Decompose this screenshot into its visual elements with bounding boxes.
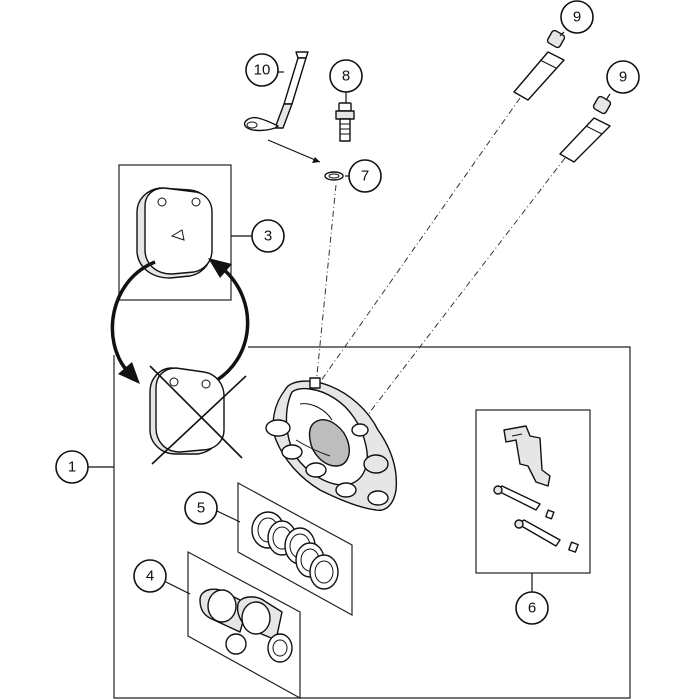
bleeder-screw bbox=[335, 102, 355, 142]
cross-out-line-b bbox=[151, 375, 247, 465]
leader-9a bbox=[559, 31, 565, 37]
leader-4 bbox=[165, 581, 191, 595]
exchange-arrow-left bbox=[110, 260, 156, 374]
guide-pin-upper bbox=[513, 29, 566, 101]
callout-4: 4 bbox=[133, 559, 167, 593]
brake-pad-worn bbox=[149, 367, 225, 455]
centerline-pin-lower bbox=[359, 157, 566, 426]
callout-1: 1 bbox=[55, 450, 89, 484]
leader-5 bbox=[216, 510, 241, 523]
exchange-arrow-right bbox=[211, 266, 250, 385]
callout-1-label: 1 bbox=[68, 459, 76, 476]
callout-9-upper: 9 bbox=[560, 0, 594, 34]
callout-8: 8 bbox=[329, 59, 363, 93]
callout-6-label: 6 bbox=[528, 600, 536, 617]
callout-7-label: 7 bbox=[361, 168, 369, 185]
callout-5-label: 5 bbox=[197, 500, 205, 517]
guide-pin-lower bbox=[559, 95, 612, 163]
o-ring bbox=[324, 171, 344, 181]
callout-7: 7 bbox=[348, 159, 382, 193]
seal-kit-box bbox=[237, 481, 353, 617]
exchange-arrow-left-head bbox=[118, 362, 140, 384]
seal-set bbox=[251, 511, 339, 590]
brake-line-fitting bbox=[243, 51, 309, 132]
callout-8-label: 8 bbox=[342, 68, 350, 85]
leader-line-hose bbox=[267, 139, 321, 163]
centerline-bleeder bbox=[315, 184, 337, 386]
cross-out-line-a bbox=[149, 365, 243, 459]
exchange-arrow-right-head bbox=[208, 258, 232, 278]
leader-arrow-head bbox=[312, 157, 320, 163]
callout-5: 5 bbox=[184, 491, 218, 525]
callout-3-label: 3 bbox=[264, 228, 272, 245]
callout-3: 3 bbox=[251, 219, 285, 253]
brake-pad-box bbox=[118, 164, 232, 301]
callout-9-upper-label: 9 bbox=[573, 9, 581, 26]
callout-10-label: 10 bbox=[254, 62, 271, 79]
piston-set bbox=[199, 588, 293, 663]
callout-4-label: 4 bbox=[146, 568, 154, 585]
callout-9-lower-label: 9 bbox=[619, 69, 627, 86]
callout-9-lower: 9 bbox=[606, 60, 640, 94]
brake-pad-new bbox=[136, 187, 213, 279]
callout-10: 10 bbox=[245, 53, 279, 87]
mounting-kit-parts bbox=[493, 425, 579, 553]
leader-9b bbox=[605, 93, 611, 101]
callout-6: 6 bbox=[515, 591, 549, 625]
mounting-kit-box bbox=[475, 409, 591, 574]
piston-kit-box bbox=[187, 550, 301, 700]
caliper-body bbox=[265, 377, 398, 511]
caliper-assembly-box bbox=[113, 346, 631, 699]
